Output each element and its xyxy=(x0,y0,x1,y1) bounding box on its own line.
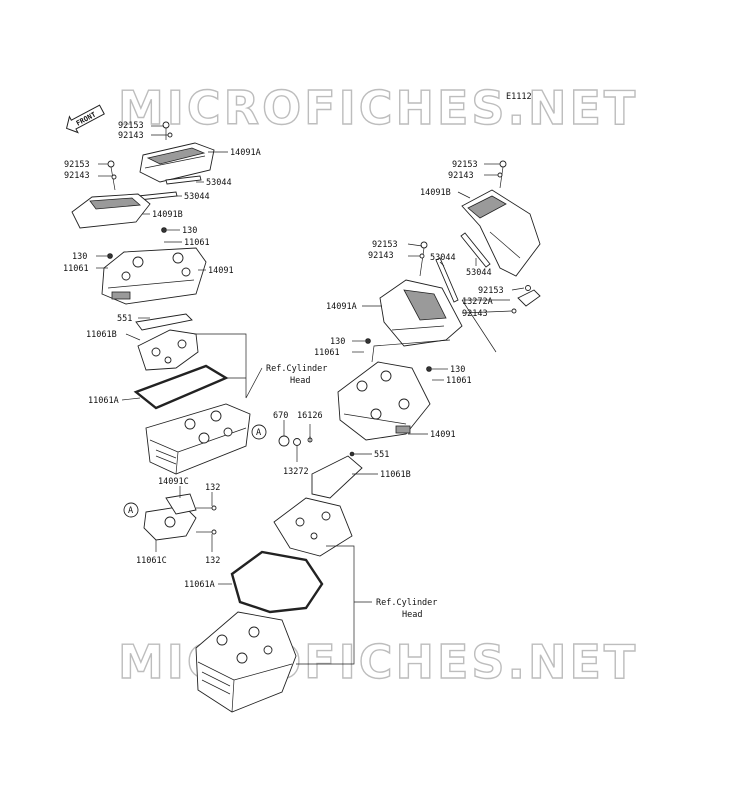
ref-line2: Head xyxy=(290,376,310,386)
trim-strip-53044 xyxy=(137,175,202,201)
trim-strip-53044 xyxy=(435,257,459,303)
label-130: 130 xyxy=(450,365,465,375)
ref-line1: Ref.Cylinder xyxy=(376,598,437,608)
label-11061: 11061 xyxy=(314,348,340,358)
front-arrow-icon: FRONT xyxy=(65,104,105,134)
callout-a-icon: A xyxy=(251,424,267,440)
washer-icon xyxy=(497,172,503,178)
label-92153: 92153 xyxy=(64,160,90,170)
label-11061b: 11061B xyxy=(380,470,411,480)
label-92143: 92143 xyxy=(368,251,394,261)
label-92143: 92143 xyxy=(118,131,144,141)
label-14091a: 14091A xyxy=(326,302,357,312)
washer-icon xyxy=(167,132,173,138)
screw-icon xyxy=(365,338,371,344)
bolt-icon xyxy=(419,241,428,277)
label-11061a: 11061A xyxy=(184,580,215,590)
label-13272: 13272 xyxy=(283,467,309,477)
screw-icon xyxy=(426,366,432,372)
label-11061c: 11061C xyxy=(136,556,167,566)
label-92153: 92153 xyxy=(478,286,504,296)
rear-head-gasket-11061a xyxy=(230,550,324,614)
bolt-icon xyxy=(196,529,217,535)
label-53044: 53044 xyxy=(466,268,492,278)
leader-lines xyxy=(96,125,525,665)
trim-strip-53044 xyxy=(460,232,491,268)
label-53044: 53044 xyxy=(206,178,232,188)
label-92153: 92153 xyxy=(452,160,478,170)
rear-cylinder-head xyxy=(195,611,297,713)
label-14091: 14091 xyxy=(430,430,456,440)
front-top-cover-14091a xyxy=(139,142,215,183)
label-132: 132 xyxy=(205,483,220,493)
head-gasket-11061a xyxy=(133,364,229,410)
ref-cylinder-head-front: Ref.Cylinder Head xyxy=(266,364,327,386)
label-130: 130 xyxy=(72,252,87,262)
label-92153: 92153 xyxy=(372,240,398,250)
label-14091c: 14091C xyxy=(158,477,189,487)
gasket-551 xyxy=(135,313,193,331)
o-ring-icon xyxy=(278,435,290,447)
label-92153: 92153 xyxy=(118,121,144,131)
watermark-bottom: MICROFICHES.NET xyxy=(118,635,638,689)
rocker-assembly xyxy=(137,329,199,371)
label-670: 670 xyxy=(273,411,288,421)
label-14091b: 14091B xyxy=(152,210,183,220)
label-14091b: 14091B xyxy=(420,188,451,198)
watermark-top: MICROFICHES.NET xyxy=(118,81,638,135)
label-92143: 92143 xyxy=(64,171,90,181)
rear-cover-14091a xyxy=(379,279,463,347)
label-92143: 92143 xyxy=(448,171,474,181)
side-cover-14091c xyxy=(143,493,197,541)
screw-icon xyxy=(107,253,113,259)
label-16126: 16126 xyxy=(297,411,323,421)
screw-icon xyxy=(349,451,355,457)
label-11061: 11061 xyxy=(184,238,210,248)
washer-icon xyxy=(419,253,425,259)
rear-valve-cover-14091 xyxy=(337,361,431,441)
front-cylinder-head xyxy=(145,403,251,475)
label-14091a: 14091A xyxy=(230,148,261,158)
callout-a-text: A xyxy=(128,506,133,516)
label-11061: 11061 xyxy=(63,264,89,274)
diagram-code: E1112 xyxy=(506,92,532,102)
label-53044: 53044 xyxy=(430,253,456,263)
callout-a-text: A xyxy=(256,428,261,438)
rear-rocker-assembly xyxy=(273,455,363,557)
label-130: 130 xyxy=(182,226,197,236)
label-11061b: 11061B xyxy=(86,330,117,340)
label-13272a: 13272A xyxy=(462,297,493,307)
screw-icon xyxy=(161,227,167,233)
washer-icon xyxy=(111,174,117,180)
plug-13272a-icon xyxy=(511,285,541,314)
label-92143: 92143 xyxy=(462,309,488,319)
bolt-icon xyxy=(162,121,170,140)
part-labels: 92153 92143 14091A 92153 92143 53044 530… xyxy=(63,121,504,590)
plug-icon xyxy=(293,438,301,446)
label-132: 132 xyxy=(205,556,220,566)
label-53044: 53044 xyxy=(184,192,210,202)
label-11061a: 11061A xyxy=(88,396,119,406)
ref-cylinder-head-rear: Ref.Cylinder Head xyxy=(376,598,437,620)
ref-line1: Ref.Cylinder xyxy=(266,364,327,374)
front-cover-14091b xyxy=(71,193,151,229)
front-valve-cover-14091 xyxy=(101,247,207,305)
callout-a-icon: A xyxy=(123,502,139,518)
rear-top-cover-14091b xyxy=(461,189,541,277)
label-551: 551 xyxy=(117,314,132,324)
label-130: 130 xyxy=(330,337,345,347)
bolt-icon xyxy=(196,505,217,511)
ref-line2: Head xyxy=(402,610,422,620)
label-14091: 14091 xyxy=(208,266,234,276)
label-551: 551 xyxy=(374,450,389,460)
label-11061: 11061 xyxy=(446,376,472,386)
